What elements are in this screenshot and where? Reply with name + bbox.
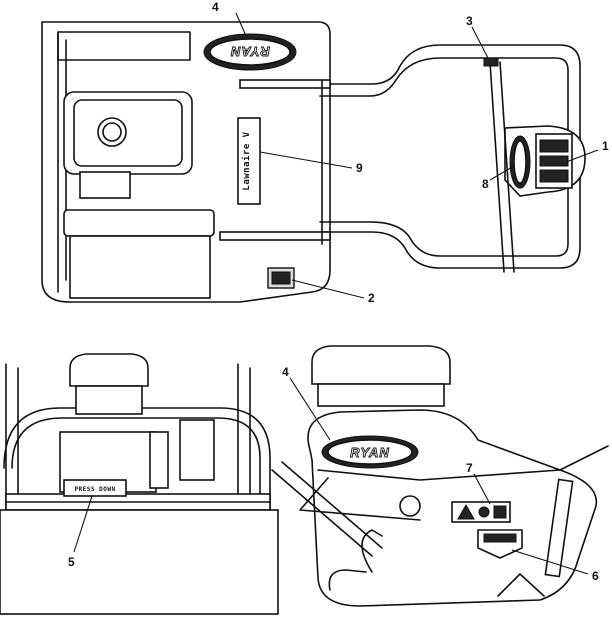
- side-logo-text: RYAN: [350, 445, 390, 460]
- top-logo-oval-inner: [209, 38, 291, 66]
- side-handle-right: [559, 445, 609, 471]
- warning-triangle-icon: [457, 503, 475, 520]
- warning-symbol-2-icon: [493, 505, 507, 519]
- callout-3: 3: [466, 14, 473, 28]
- side-foot-right: [497, 573, 545, 597]
- rear-engine-cap: [69, 353, 149, 387]
- leader-3: [471, 26, 489, 59]
- side-hook: [361, 529, 383, 573]
- deck-frame-upper: [57, 31, 191, 61]
- callout-5: 5: [68, 555, 75, 569]
- top-view: RYAN Lawnaire V: [41, 21, 586, 303]
- rear-view: PRESS DOWN: [0, 353, 279, 615]
- side-arm: [299, 477, 421, 521]
- leader-6: [511, 549, 589, 575]
- leader-9: [259, 151, 353, 169]
- handle-logo-oval-inner: [513, 140, 527, 184]
- engine-bracket: [79, 171, 131, 199]
- engine-cap-inner: [102, 122, 122, 142]
- decal-6-print: [483, 533, 517, 543]
- rail-upper: [239, 79, 331, 89]
- leader-2: [291, 279, 365, 299]
- leader-1: [565, 149, 599, 163]
- side-housing-seam: [317, 469, 561, 481]
- rear-handle-arc-inner: [11, 417, 261, 613]
- rear-engine-housing: [179, 419, 215, 481]
- handle-upright: [499, 61, 515, 273]
- engine-lower-body: [69, 235, 211, 299]
- callout-1: 1: [602, 139, 609, 153]
- callout-9: 9: [356, 161, 363, 175]
- rail-lower: [219, 231, 331, 241]
- small-decal-2-print: [271, 271, 291, 285]
- leader-4-side: [289, 377, 331, 441]
- rear-deck-lower: [0, 509, 279, 615]
- callout-4-top: 4: [212, 0, 219, 14]
- instruction-decal-1-block-a: [539, 139, 569, 153]
- leader-4-top: [235, 12, 247, 37]
- serial-plate-decal: [63, 479, 127, 497]
- engine-cap-outer: [97, 117, 127, 147]
- handle-upright-2: [489, 61, 505, 273]
- side-engine-neck: [317, 383, 445, 407]
- side-handle-upright: [544, 478, 574, 578]
- side-handle-bar-inner: [281, 461, 383, 549]
- side-view: RYAN: [271, 345, 609, 607]
- rear-engine-side: [149, 431, 169, 489]
- rear-engine-neck: [75, 385, 143, 415]
- handle-decal-3: [483, 57, 499, 67]
- callout-4-side: 4: [282, 365, 289, 379]
- callout-2: 2: [368, 291, 375, 305]
- deck-outline: [41, 21, 331, 303]
- callout-6: 6: [592, 569, 599, 583]
- instruction-decal-1-block-b: [539, 155, 569, 167]
- side-pivot: [399, 495, 421, 517]
- leader-5: [73, 495, 93, 553]
- top-logo-text: RYAN: [230, 44, 270, 59]
- side-logo-oval-inner: [327, 439, 413, 465]
- leader-7: [473, 473, 491, 505]
- leader-8: [489, 165, 515, 181]
- serial-plate-decal-text: PRESS DOWN: [74, 486, 115, 493]
- engine-lower-housing: [63, 209, 215, 237]
- side-handle-bar: [271, 469, 373, 557]
- side-foot-left: [328, 569, 367, 591]
- callout-7: 7: [466, 461, 473, 475]
- side-engine-cap: [311, 345, 451, 385]
- instruction-decal-1-block-c: [539, 169, 569, 183]
- engine-top-inner: [73, 99, 183, 167]
- warning-symbol-icon: [478, 506, 490, 518]
- model-decal: [237, 117, 261, 205]
- callout-8: 8: [482, 177, 489, 191]
- model-decal-text: Lawnaire V: [241, 131, 252, 190]
